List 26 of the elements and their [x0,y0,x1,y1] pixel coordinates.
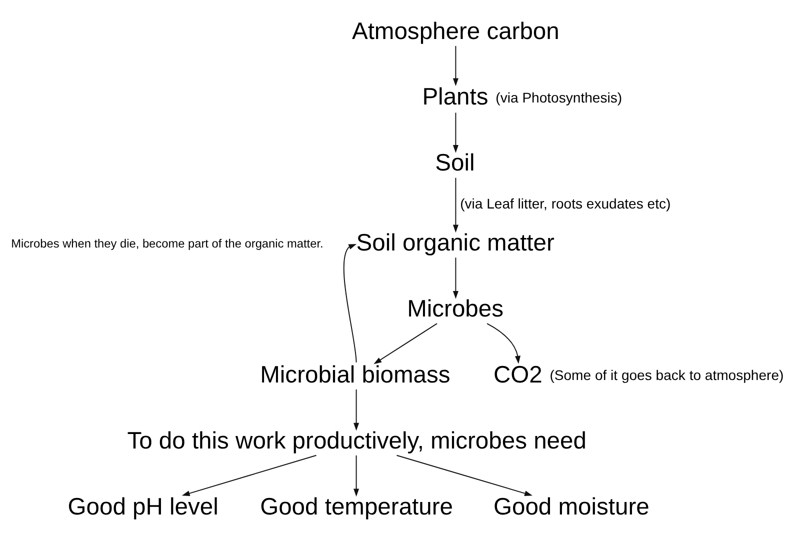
edge-label: (via Leaf litter, roots exudates etc) [460,195,671,212]
node-text: Good pH level [68,493,218,520]
node-text: Good moisture [494,493,650,520]
node-text: To do this work productively, microbes need [127,427,586,454]
arrow [452,177,458,233]
arrow [486,323,520,364]
node-label: (via Photosynthesis) [496,89,622,106]
node-text: Plants [422,84,488,111]
arrow [374,323,438,364]
node-text: Microbial biomass [260,361,450,388]
label: Microbes when they die, become part of the organic matter. [11,236,324,251]
node-text: Good temperature [260,493,454,520]
arrow [452,257,458,299]
node-text: CO2 [494,361,542,388]
node-text: Soil [435,150,475,177]
arrow [452,45,458,86]
node-text: Atmosphere carbon [352,18,560,45]
node-text: Soil organic matter [356,230,554,257]
arrow [354,388,360,431]
arrow [182,454,317,496]
node-label: (Some of it goes back to atmosphere) [550,367,784,384]
arrow [343,244,357,363]
arrow [452,112,458,153]
node-text: Microbes [407,296,504,323]
arrow [354,454,360,497]
arrow [396,454,532,496]
